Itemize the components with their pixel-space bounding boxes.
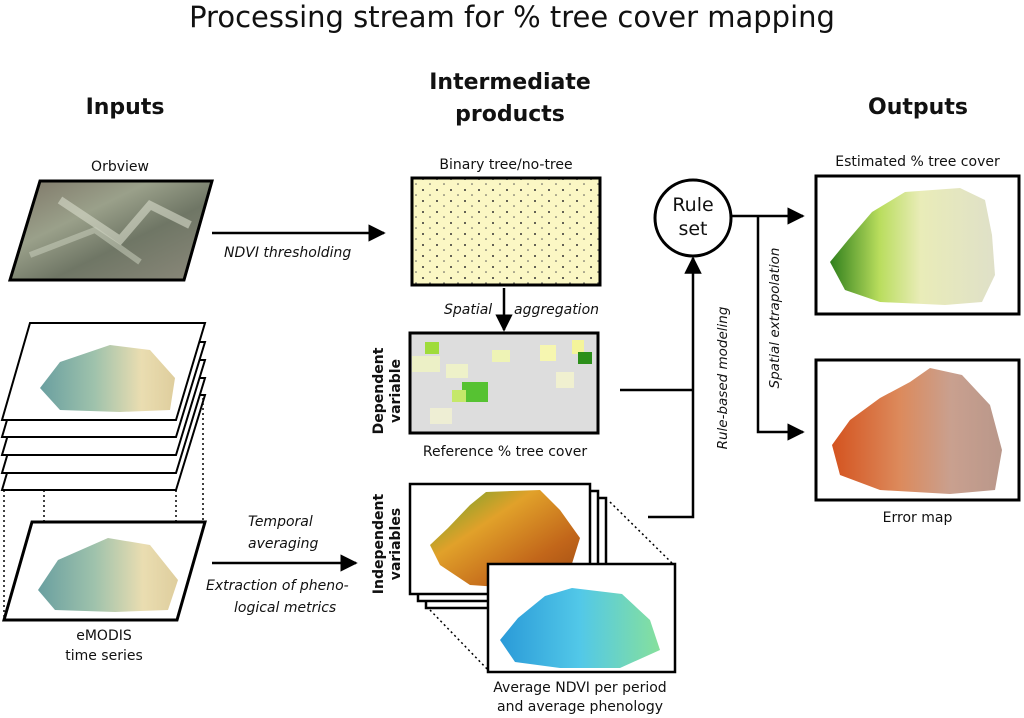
independent-variables-label: Independent variables xyxy=(371,489,405,599)
spatial-aggregation-label-2: aggregation xyxy=(514,302,600,318)
avg-ndvi-label-line2: and average phenology xyxy=(497,699,663,715)
emodis-label-line1: eMODIS xyxy=(76,628,132,644)
orbview-image xyxy=(7,179,214,282)
intermediate-heading-line1: Intermediate xyxy=(429,70,591,95)
estimated-tree-cover-image xyxy=(814,174,1021,316)
arrows xyxy=(212,207,805,572)
zoom-lines xyxy=(429,501,675,673)
outputs-heading: Outputs xyxy=(868,95,968,120)
emodis-averaged-image xyxy=(2,520,207,622)
rule-set-line1: Rule xyxy=(672,194,714,216)
rule-set-label: Rule set xyxy=(655,193,731,241)
dependent-line2: variable xyxy=(388,358,404,424)
spatial-aggregation-label-1: Spatial xyxy=(444,302,493,318)
estimated-tree-cover-label: Estimated % tree cover xyxy=(835,154,1000,170)
reference-tree-cover-label: Reference % tree cover xyxy=(422,444,588,460)
intermediate-heading-line2: products xyxy=(455,102,565,127)
reference-tree-cover-image xyxy=(408,331,600,435)
inputs-heading: Inputs xyxy=(85,95,165,120)
temporal-averaging-label-2: averaging xyxy=(248,536,319,552)
phenological-metrics-label-2: logical metrics xyxy=(234,600,337,616)
rule-based-modeling-label: Rule-based modeling xyxy=(715,306,731,450)
binary-tree-image xyxy=(410,176,602,287)
avg-ndvi-label-line1: Average NDVI per period xyxy=(493,680,667,696)
orbview-label: Orbview xyxy=(91,159,149,175)
error-map-label: Error map xyxy=(882,510,953,526)
binary-tree-label: Binary tree/no-tree xyxy=(439,157,573,173)
arrow-to-error-map xyxy=(756,216,805,441)
emodis-stack xyxy=(0,322,207,491)
phenology-image xyxy=(486,562,677,674)
dependent-variable-label: Dependent variable xyxy=(371,341,405,441)
rule-set-circle xyxy=(653,178,733,258)
temporal-averaging-label-1: Temporal xyxy=(248,514,313,530)
phenological-metrics-label-1: Extraction of pheno- xyxy=(206,578,349,594)
independent-line1: Independent xyxy=(371,493,387,595)
arrow-rule-based-modeling xyxy=(648,256,702,519)
rule-set-line2: set xyxy=(678,218,708,240)
independent-line2: variables xyxy=(388,507,404,581)
spatial-extrapolation-label: Spatial extrapolation xyxy=(767,247,783,389)
ndvi-thresholding-label: NDVI thresholding xyxy=(224,245,352,261)
dependent-line1: Dependent xyxy=(371,347,387,435)
emodis-label-line2: time series xyxy=(65,648,143,664)
page-title: Processing stream for % tree cover mappi… xyxy=(189,0,835,34)
error-map-image xyxy=(814,358,1021,502)
